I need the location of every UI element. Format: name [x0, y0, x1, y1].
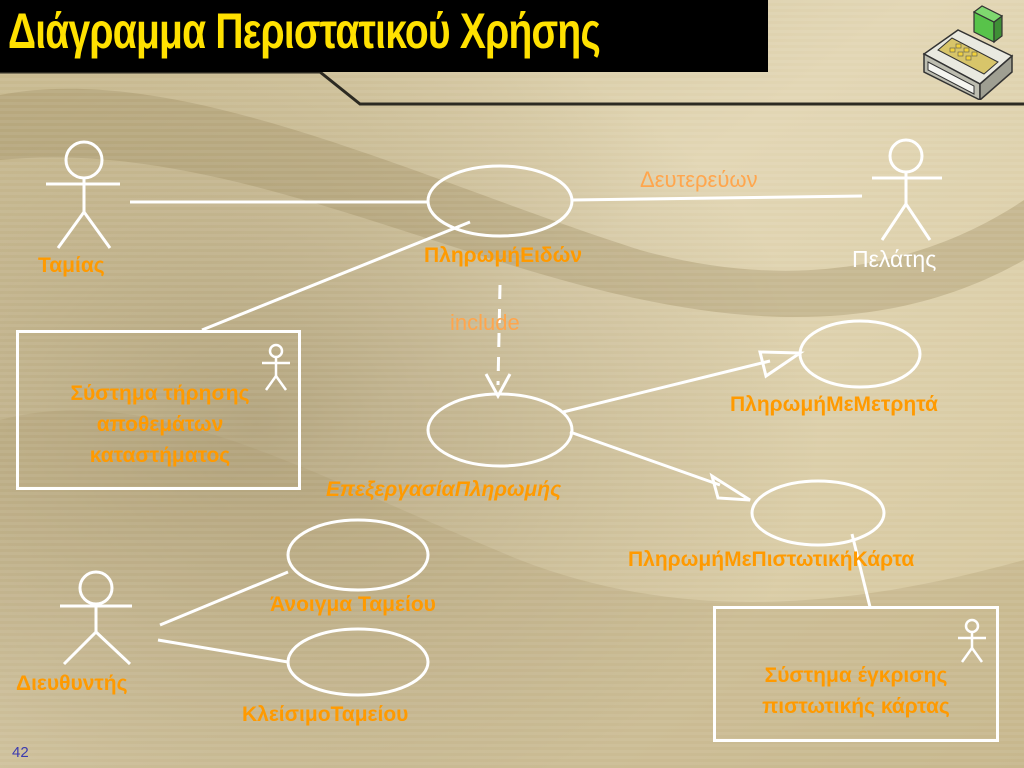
- actor-cashier-label: Ταμίας: [38, 254, 105, 277]
- usecase-pay-cash: [798, 319, 922, 389]
- slide-title: Διάγραμμα Περιστατικού Χρήσης: [8, 3, 601, 59]
- inventory-line-3: καταστήματος: [89, 444, 231, 467]
- assoc-manager-close: [157, 638, 289, 664]
- usecase-close-register: [286, 627, 430, 697]
- usecase-pay-items-label: ΠληρωμήΕιδών: [424, 244, 583, 267]
- usecase-open-register: [286, 518, 430, 592]
- relation-secondary-label: Δευτερεύων: [640, 167, 758, 192]
- actor-manager-figure: [60, 570, 132, 666]
- actor-card-mini-figure: [958, 618, 986, 663]
- actor-manager-label: Διευθυντής: [16, 672, 128, 695]
- assoc-pay-inventory: [201, 220, 471, 332]
- assoc-manager-open: [159, 570, 289, 627]
- card-auth-line-2: πιστωτικής κάρτας: [762, 695, 950, 718]
- usecase-process-payment: [426, 392, 574, 468]
- actor-inventory-mini-figure: [262, 343, 290, 391]
- cash-register-icon: [922, 5, 1014, 100]
- actor-customer-figure: [872, 138, 942, 241]
- inventory-line-2: αποθεμάτων: [96, 413, 224, 436]
- usecase-pay-items: [426, 164, 574, 238]
- card-auth-system-label: Σύστημα έγκρισης πιστωτικής κάρτας: [713, 660, 999, 722]
- usecase-pay-cash-label: ΠληρωμήΜεΜετρητά: [730, 393, 938, 416]
- assoc-pay-customer: [571, 194, 863, 202]
- title-bar: [0, 0, 768, 72]
- actor-cashier-figure: [46, 140, 120, 249]
- usecase-process-payment-label: ΕπεξεργασίαΠληρωμής: [326, 478, 562, 501]
- generalization-cash-arrowhead: [758, 350, 805, 379]
- actor-customer-label: Πελάτης: [852, 246, 937, 272]
- page-number: 42: [12, 744, 29, 761]
- card-auth-system-box: [713, 606, 999, 742]
- inventory-line-1: Σύστημα τήρησης: [70, 382, 250, 405]
- include-dashed: [496, 284, 502, 386]
- inventory-system-label: Σύστημα τήρησης αποθεμάτων καταστήματος: [18, 378, 302, 471]
- generalization-card-arrowhead: [709, 472, 751, 502]
- usecase-open-register-label: Άνοιγμα Ταμείου: [270, 593, 436, 616]
- relation-include-label: include: [450, 310, 520, 335]
- generalization-cash-line: [562, 359, 771, 414]
- generalization-card-line: [569, 430, 721, 487]
- usecase-close-register-label: ΚλείσιμοΤαμείου: [242, 703, 409, 726]
- include-arrowhead: [484, 373, 512, 400]
- usecase-pay-card: [750, 479, 886, 547]
- inventory-system-box: [16, 330, 301, 490]
- usecase-pay-card-label: ΠληρωμήΜεΠιστωτικήΚάρτα: [628, 548, 915, 571]
- card-auth-line-1: Σύστημα έγκρισης: [764, 664, 948, 687]
- assoc-card-system: [850, 533, 872, 608]
